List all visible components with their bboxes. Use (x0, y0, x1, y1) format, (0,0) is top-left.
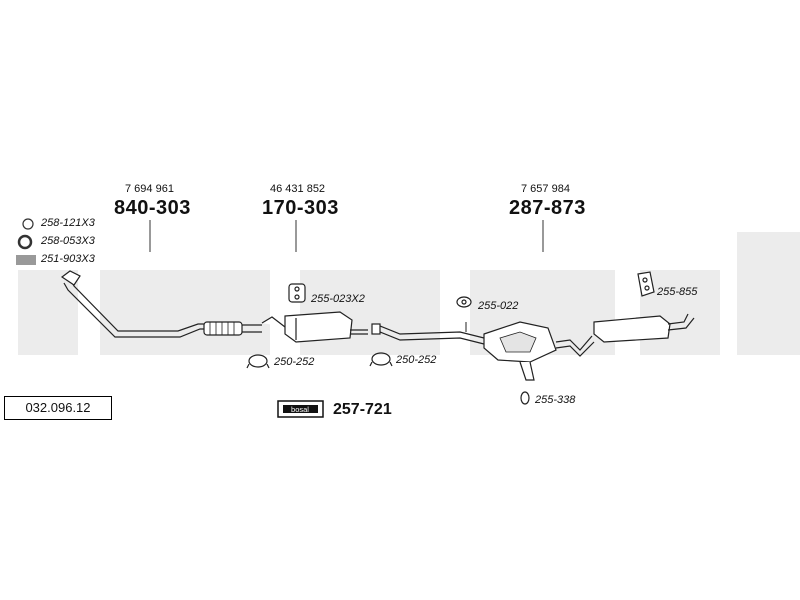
ring-clamp-icon (22, 218, 34, 230)
logo-text: bosal (291, 405, 309, 414)
accessory-label: 258-121X3 (41, 217, 95, 229)
rubber-mount-icon (456, 296, 472, 308)
mid-pipe (371, 322, 485, 345)
part-oem-number: 7 694 961 (125, 183, 174, 195)
part-number: 170-303 (262, 197, 339, 219)
kit-number: 257-721 (333, 401, 392, 418)
part-number: 840-303 (114, 197, 191, 219)
watermark-block (18, 270, 78, 355)
fitting-label: 255-022 (478, 300, 519, 312)
part-oem-number: 46 431 852 (270, 183, 326, 195)
rubber-ring-icon (520, 391, 530, 405)
part-oem-number: 7 657 984 (521, 183, 570, 195)
fitting-label: 250-252 (396, 354, 437, 366)
spring-icon (16, 255, 36, 265)
centre-silencer (261, 311, 368, 343)
part-number: 287-873 (509, 197, 586, 219)
watermark-block (300, 270, 440, 355)
rear-silencer (483, 313, 695, 381)
hanger-bracket-icon (637, 271, 655, 297)
clamp-icon (246, 354, 270, 369)
watermark-block (100, 270, 270, 355)
watermark-block (737, 232, 800, 355)
accessory-label: 251-903X3 (41, 253, 95, 265)
fitting-label: 255-338 (535, 394, 576, 406)
front-pipe (60, 270, 262, 338)
fitting-label: 255-023X2 (311, 293, 365, 305)
fitting-label: 255-855 (657, 286, 698, 298)
bracket-icon (288, 283, 306, 303)
fitting-label: 250-252 (274, 356, 315, 368)
bosal-logo: bosal (277, 400, 324, 418)
accessory-label: 258-053X3 (41, 235, 95, 247)
clamp-icon (369, 352, 393, 367)
watermark-block (640, 270, 720, 355)
gasket-ring-icon (17, 234, 33, 250)
diagram-reference: 032.096.12 (4, 396, 112, 420)
